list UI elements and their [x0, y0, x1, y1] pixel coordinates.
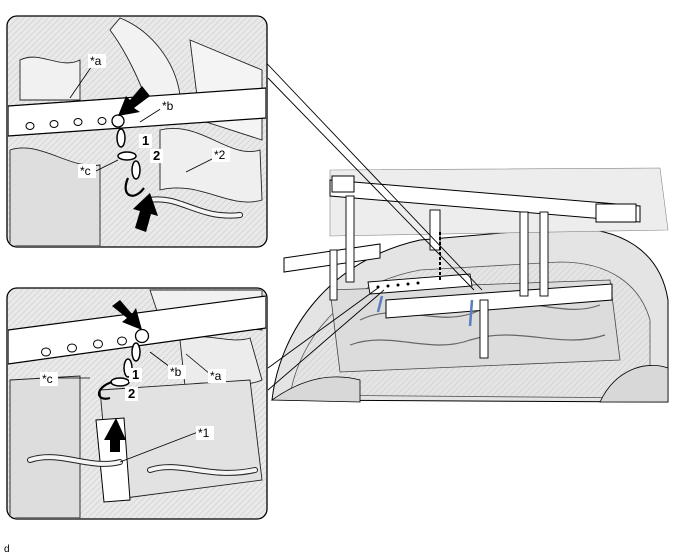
chain-hook-icon	[111, 114, 145, 197]
step-2-top: 2	[153, 148, 160, 163]
callout-a-bottom: *a	[210, 369, 222, 383]
engine-compartment-overview	[270, 167, 669, 403]
figure-code: d	[4, 544, 10, 555]
detail-panel-bottom: *a *b *c *1 1 2	[6, 287, 268, 520]
step-2-bottom: 2	[128, 386, 135, 401]
engine-hanger-icon	[283, 175, 641, 359]
callout-b-bottom: *b	[170, 365, 182, 379]
arrow-icon	[104, 418, 126, 452]
callout-a-top: *a	[90, 54, 102, 68]
step-1-top: 1	[142, 133, 149, 148]
arrow-icon	[133, 193, 158, 232]
callout-2-top: *2	[214, 148, 226, 162]
detail-panel-top: *a *b *c *2 1 2	[6, 15, 268, 248]
arrow-icon	[118, 86, 150, 116]
leader-lines	[255, 51, 483, 391]
callout-b-top: *b	[162, 99, 174, 113]
arrow-icon	[112, 300, 142, 330]
step-1-bottom: 1	[132, 367, 139, 382]
callout-1-bottom: *1	[198, 426, 210, 440]
callout-c-top: *c	[80, 164, 91, 178]
callout-c-bottom: *c	[42, 372, 53, 386]
